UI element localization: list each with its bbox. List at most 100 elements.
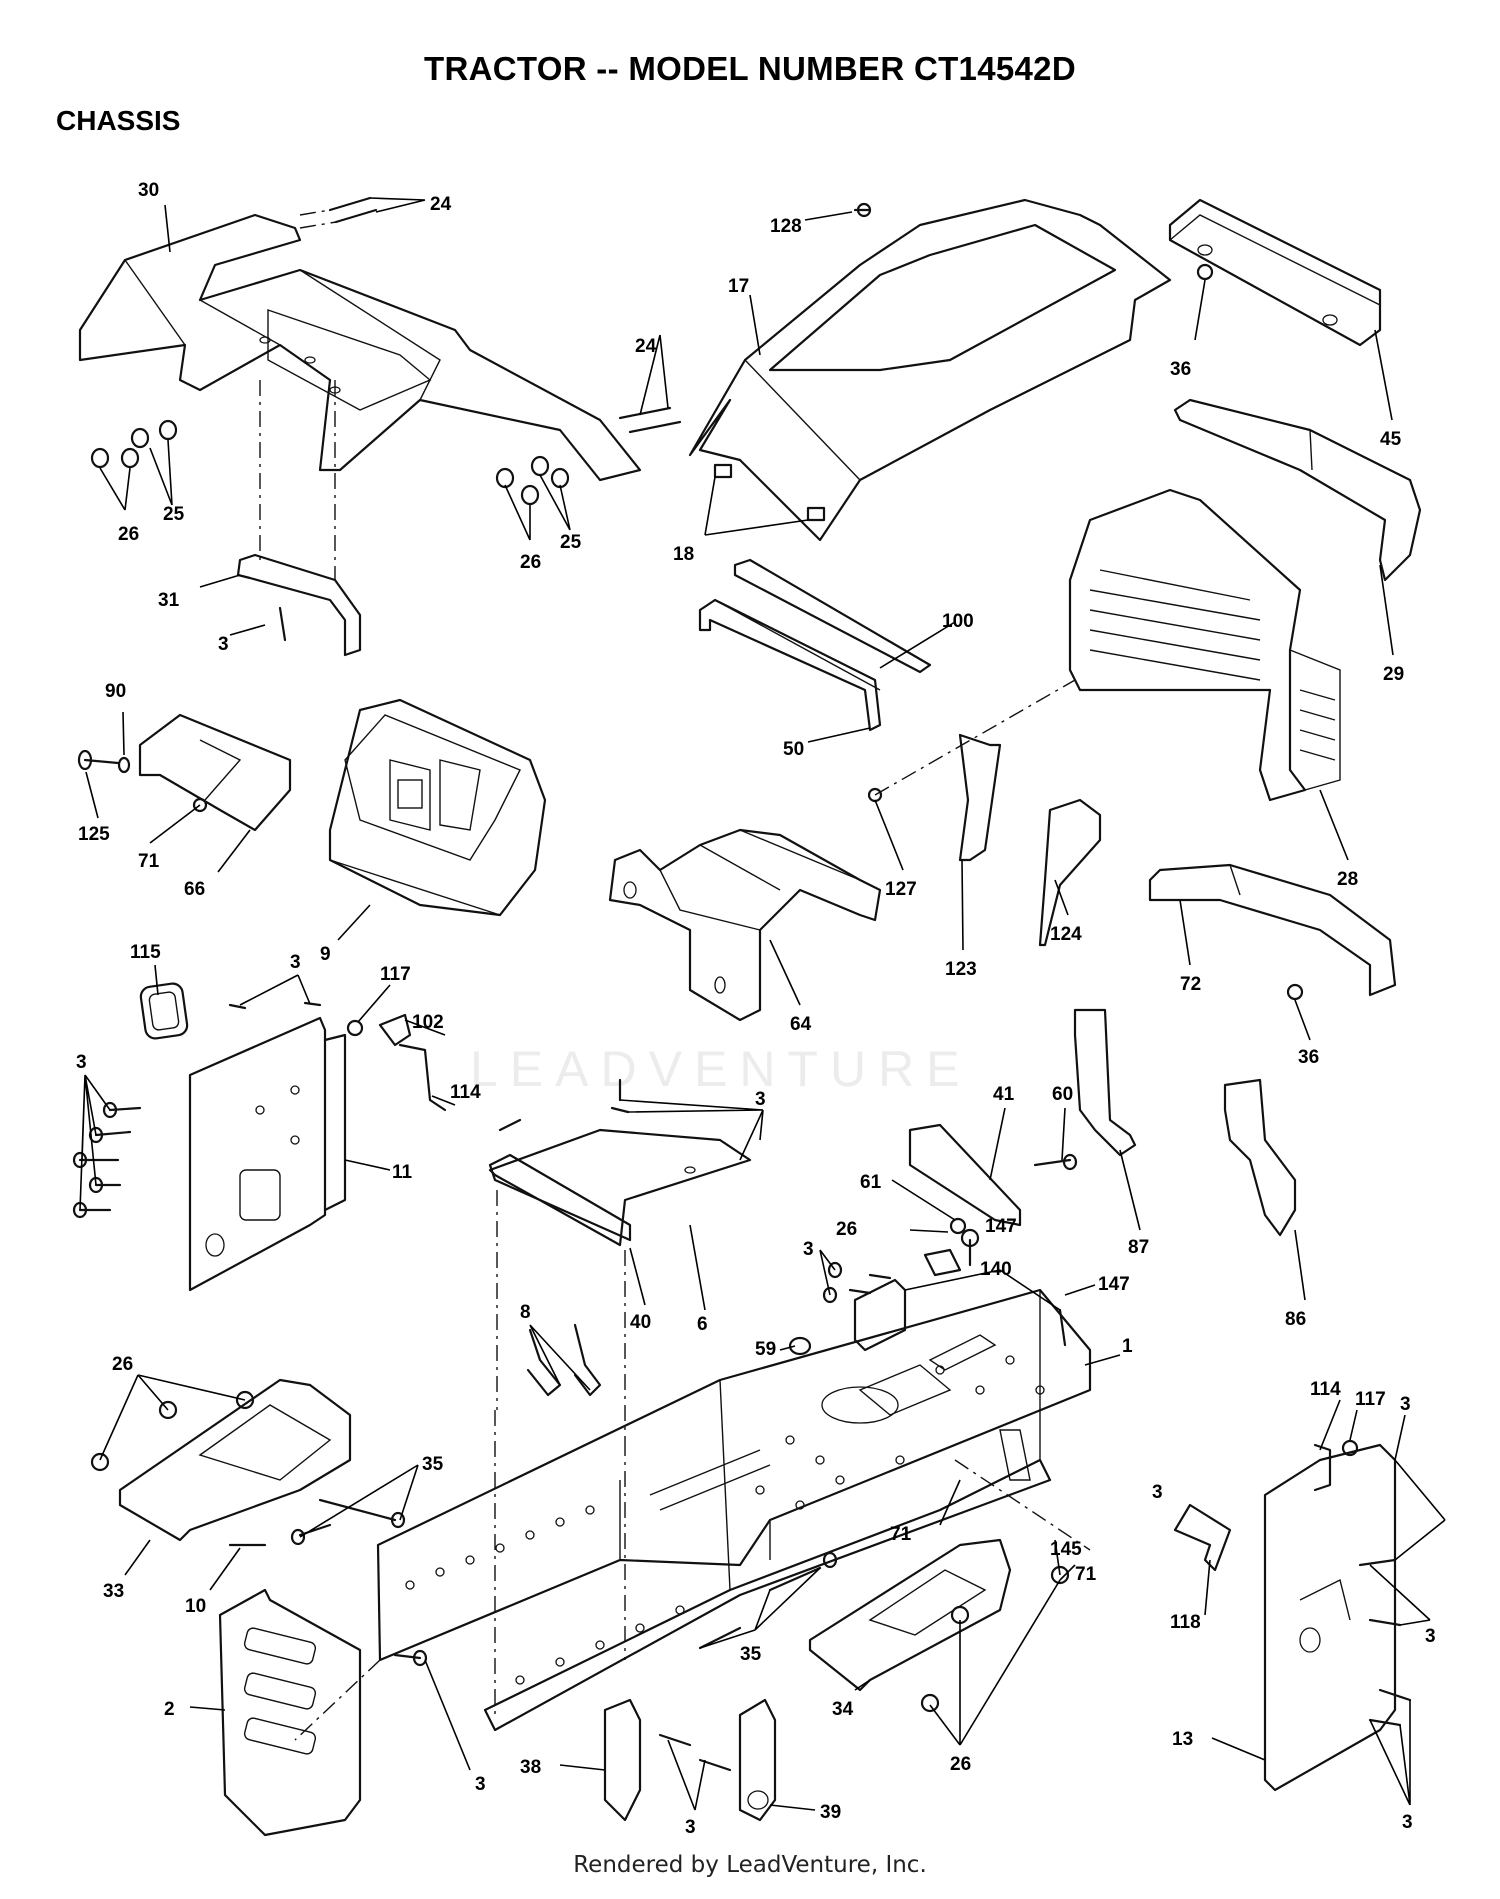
- part-dash-panel[interactable]: [188, 1001, 447, 1292]
- callout: 60: [1052, 1084, 1073, 1105]
- callout: 72: [1180, 974, 1201, 995]
- part-side-panels[interactable]: [1073, 1008, 1297, 1237]
- part-frame-bracket[interactable]: [788, 1261, 1067, 1356]
- part-front-bracket[interactable]: [908, 1123, 1078, 1277]
- part-bolts-top[interactable]: [299, 196, 682, 434]
- part-fender-bracket[interactable]: [236, 380, 362, 657]
- part-rear-plate[interactable]: [218, 1588, 428, 1837]
- callout: 128: [770, 216, 802, 237]
- callout: 66: [184, 879, 205, 900]
- callout: 117: [380, 964, 411, 985]
- callout: 33: [103, 1581, 124, 1602]
- callout: 25: [163, 504, 185, 525]
- callout: 147: [1098, 1274, 1130, 1295]
- callout: 11: [392, 1162, 413, 1183]
- callout: 71: [890, 1524, 912, 1545]
- callout: 2: [164, 1699, 175, 1720]
- callout: 90: [105, 681, 126, 702]
- callout: 36: [1298, 1047, 1319, 1068]
- callout: 100: [942, 611, 974, 632]
- assembly-lines: [294, 1410, 1091, 1741]
- callout: 1: [1122, 1336, 1133, 1357]
- callout: 3: [1425, 1626, 1436, 1647]
- callout: 123: [945, 959, 977, 980]
- watermark: LEADVENTURE: [470, 1041, 972, 1097]
- callout: 147: [985, 1216, 1017, 1237]
- callout: 35: [740, 1644, 762, 1665]
- callout: 3: [1402, 1812, 1413, 1833]
- part-hood-bracket[interactable]: [1168, 198, 1382, 347]
- callout: 39: [820, 1802, 841, 1823]
- callout: 102: [412, 1012, 444, 1033]
- callout: 115: [130, 942, 161, 963]
- section-heading: CHASSIS: [56, 105, 181, 136]
- callout: 3: [475, 1774, 486, 1795]
- part-rear-fender[interactable]: [78, 213, 642, 482]
- part-grille-brackets[interactable]: [867, 679, 1102, 947]
- callout: 36: [1170, 359, 1191, 380]
- callout: 10: [185, 1596, 206, 1617]
- callout: 114: [1310, 1379, 1341, 1400]
- callout: 3: [76, 1052, 87, 1073]
- callout: 13: [1172, 1729, 1193, 1750]
- callout: 26: [112, 1354, 133, 1375]
- callout: 25: [560, 532, 582, 553]
- callout: 31: [158, 590, 180, 611]
- part-front-bumper[interactable]: [1148, 863, 1397, 1001]
- part-key-bezel[interactable]: [139, 982, 189, 1040]
- callout: 59: [755, 1339, 776, 1360]
- part-fasteners-left[interactable]: [90, 419, 570, 506]
- part-dash-panel-right[interactable]: [1173, 1439, 1412, 1792]
- callout: 26: [836, 1219, 857, 1240]
- callout: 71: [138, 851, 160, 872]
- callout: 35: [422, 1454, 444, 1475]
- part-grille-cover[interactable]: [1173, 398, 1422, 582]
- footer-credit: Rendered by LeadVenture, Inc.: [573, 1852, 927, 1878]
- page-title: TRACTOR -- MODEL NUMBER CT14542D: [424, 50, 1076, 87]
- callout: 38: [520, 1757, 541, 1778]
- callout: 28: [1337, 869, 1358, 890]
- part-footrest-right[interactable]: [698, 1538, 1070, 1713]
- callout: 140: [980, 1259, 1012, 1280]
- callout: 117: [1355, 1389, 1386, 1410]
- callout: 40: [630, 1312, 651, 1333]
- callout-labels: 30 24 24 26 25 26 25 31 3 128 17 18 36 4…: [76, 180, 1436, 1838]
- part-grille[interactable]: [1068, 488, 1341, 802]
- part-hitch-brackets[interactable]: [603, 1698, 777, 1822]
- callout: 29: [1383, 664, 1404, 685]
- callout: 41: [993, 1084, 1015, 1105]
- part-footrest-left[interactable]: [90, 1378, 406, 1547]
- frame-holes: [405, 1355, 1045, 1685]
- part-bolts-left[interactable]: [72, 1101, 142, 1219]
- callout: 17: [728, 276, 749, 297]
- callout: 3: [1400, 1394, 1411, 1415]
- callout: 26: [118, 524, 139, 545]
- callout: 71: [1075, 1564, 1097, 1585]
- part-seat-plate[interactable]: [488, 1078, 752, 1440]
- callout: 45: [1380, 429, 1402, 450]
- callout: 61: [860, 1172, 882, 1193]
- part-dash-housing[interactable]: [328, 698, 547, 917]
- callout: 118: [1170, 1612, 1201, 1633]
- callout: 114: [450, 1082, 481, 1103]
- part-hood[interactable]: [688, 198, 1172, 542]
- callout: 50: [783, 739, 804, 760]
- callout: 3: [803, 1239, 814, 1260]
- callout: 124: [1050, 924, 1082, 945]
- callout: 3: [1152, 1482, 1163, 1503]
- callout: 127: [885, 879, 917, 900]
- callout: 34: [832, 1699, 854, 1720]
- callout: 3: [218, 634, 229, 655]
- part-dash-plate[interactable]: [77, 713, 292, 832]
- callout: 24: [635, 336, 657, 357]
- callout: 3: [755, 1089, 766, 1110]
- callout: 8: [520, 1302, 531, 1323]
- part-frame-support[interactable]: [608, 828, 882, 1022]
- callout: 87: [1128, 1237, 1149, 1258]
- callout: 125: [78, 824, 110, 845]
- callout: 86: [1285, 1309, 1306, 1330]
- part-hood-support[interactable]: [698, 558, 932, 732]
- part-main-frame[interactable]: [376, 1288, 1092, 1732]
- callout: 3: [685, 1817, 696, 1838]
